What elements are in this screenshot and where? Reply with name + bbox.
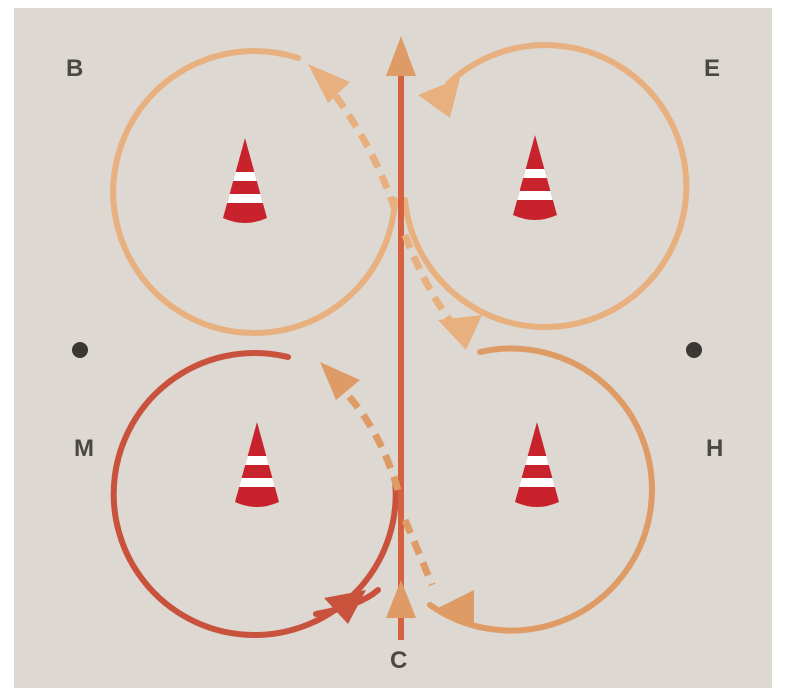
- traffic-cone-icon: [513, 135, 557, 220]
- circle-bottom-right: [427, 345, 655, 634]
- traffic-cone-icon: [515, 422, 559, 507]
- traffic-cone-icon: [223, 138, 267, 223]
- dashed-arrow-middle: [438, 315, 482, 350]
- dashed-path-top: [332, 92, 399, 212]
- arrow-bottom-right-circle: [438, 590, 474, 628]
- center-arrow-bottom: [386, 580, 416, 618]
- traffic-cone-icon: [235, 422, 279, 507]
- arrow-bottom-left-circle: [324, 590, 366, 624]
- center-arrow-top: [386, 36, 416, 76]
- dashed-path-lower: [342, 389, 402, 492]
- label-m: M: [74, 435, 94, 462]
- circle-top-right: [402, 42, 690, 331]
- dot-marker-icon: [72, 342, 88, 358]
- dashed-arrow-lower: [320, 362, 360, 400]
- label-h: H: [706, 435, 723, 462]
- circle-top-left: [110, 48, 398, 336]
- dot-marker-icon: [686, 342, 702, 358]
- dashed-arrow-top: [308, 64, 350, 103]
- label-c: C: [390, 647, 407, 674]
- label-e: E: [704, 55, 720, 82]
- label-b: B: [66, 55, 83, 82]
- arrow-top-right-circle: [418, 78, 460, 118]
- circle-bottom-left: [110, 350, 399, 638]
- dashed-path-bottom: [401, 518, 436, 587]
- diagram-background: [14, 8, 772, 688]
